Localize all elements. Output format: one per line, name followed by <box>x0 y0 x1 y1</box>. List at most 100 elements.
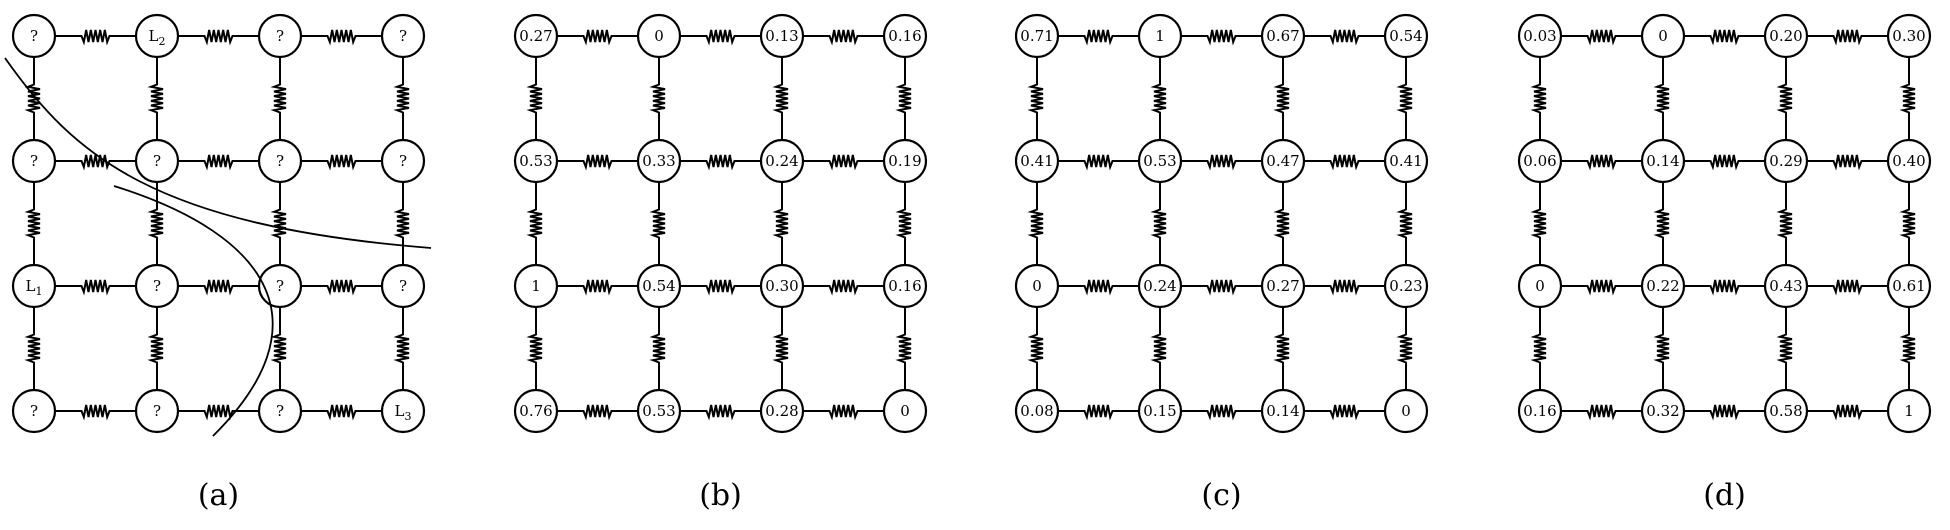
node-circle <box>1640 13 1686 59</box>
resistor-horizontal <box>1561 154 1642 171</box>
node-circle <box>1517 13 1563 59</box>
grid-node: 0.23 <box>1383 263 1429 309</box>
grid-node: 0.29 <box>1763 138 1809 184</box>
node-circle <box>882 388 928 434</box>
node-circle <box>11 13 57 59</box>
grid-node: ? <box>11 13 57 59</box>
resistor-horizontal <box>1684 154 1765 171</box>
grid-node: 0 <box>882 388 928 434</box>
resistor-horizontal <box>178 279 259 296</box>
node-circle <box>380 388 426 434</box>
node-label: 1 <box>1904 402 1914 420</box>
resistor-vertical <box>1396 182 1413 265</box>
grid-node: 0.06 <box>1517 138 1563 184</box>
grid-node: L2 <box>134 13 180 59</box>
node-label: 0.23 <box>1389 277 1422 295</box>
node-circle <box>134 13 180 59</box>
resistor-horizontal <box>557 29 638 46</box>
cut-curve-lower <box>113 185 274 437</box>
grid-node: 0.71 <box>1014 13 1060 59</box>
grid-node: 0.16 <box>882 13 928 59</box>
resistor-horizontal <box>1058 154 1139 171</box>
resistor-horizontal <box>1058 29 1139 46</box>
node-circle <box>1137 13 1183 59</box>
resistor-vertical <box>393 182 410 265</box>
resistor-vertical <box>772 182 789 265</box>
resistor-vertical <box>526 57 543 140</box>
grid-node: 0.13 <box>759 13 805 59</box>
node-circle <box>513 388 559 434</box>
node-circle <box>1517 138 1563 184</box>
node-label: 0.30 <box>765 277 798 295</box>
resistor-horizontal <box>803 154 884 171</box>
node-circle <box>759 13 805 59</box>
node-circle <box>636 13 682 59</box>
node-label: 0.54 <box>1389 27 1422 45</box>
grid-node: 0 <box>636 13 682 59</box>
resistor-horizontal <box>557 154 638 171</box>
resistor-vertical <box>1396 57 1413 140</box>
resistor-horizontal <box>803 29 884 46</box>
grid-node: 0.08 <box>1014 388 1060 434</box>
resistor-horizontal <box>1181 154 1262 171</box>
node-label: 0.08 <box>1020 402 1053 420</box>
node-label: 0.43 <box>1769 277 1802 295</box>
resistor-vertical <box>1776 57 1793 140</box>
grid-node: 0.40 <box>1886 138 1932 184</box>
resistor-vertical <box>1653 57 1670 140</box>
resistor-vertical <box>1899 307 1916 390</box>
grid-node: 0.43 <box>1763 263 1809 309</box>
resistor-horizontal <box>1304 279 1385 296</box>
node-label: ? <box>153 402 161 420</box>
node-label: 0.16 <box>888 27 921 45</box>
node-label: L2 <box>149 27 166 48</box>
resistor-vertical <box>1150 307 1167 390</box>
grid-node: 1 <box>1886 388 1932 434</box>
node-circle <box>1640 138 1686 184</box>
grid-node: 0.28 <box>759 388 805 434</box>
grid-node: 0.14 <box>1260 388 1306 434</box>
node-label: 0.53 <box>1143 152 1176 170</box>
node-circle <box>1763 13 1809 59</box>
resistor-horizontal <box>680 154 761 171</box>
resistor-vertical <box>1653 307 1670 390</box>
panel-caption: (a) <box>198 478 239 513</box>
resistor-horizontal <box>1058 404 1139 421</box>
node-circle <box>1763 138 1809 184</box>
resistor-horizontal <box>1561 29 1642 46</box>
node-label: 0.54 <box>642 277 675 295</box>
resistor-horizontal <box>301 154 382 171</box>
resistor-vertical <box>1776 182 1793 265</box>
node-circle <box>257 13 303 59</box>
node-label: 0.28 <box>765 402 798 420</box>
resistor-horizontal <box>1684 404 1765 421</box>
resistor-horizontal <box>680 279 761 296</box>
node-label: 0.67 <box>1266 27 1299 45</box>
node-label: 0.22 <box>1646 277 1679 295</box>
grid-node: 0.24 <box>759 138 805 184</box>
node-circle <box>636 263 682 309</box>
node-circle <box>1014 13 1060 59</box>
resistor-vertical <box>147 57 164 140</box>
grid-node: 0 <box>1640 13 1686 59</box>
grid-node: 0.76 <box>513 388 559 434</box>
resistor-vertical <box>393 307 410 390</box>
grid-node: ? <box>11 138 57 184</box>
node-circle <box>1383 13 1429 59</box>
node-label: 0.14 <box>1646 152 1679 170</box>
grid-node: 0.22 <box>1640 263 1686 309</box>
node-label: 0.13 <box>765 27 798 45</box>
grid-node: 0.33 <box>636 138 682 184</box>
resistor-vertical <box>649 307 666 390</box>
node-label: ? <box>399 277 407 295</box>
node-label: 0 <box>900 402 910 420</box>
grid-node: 0.58 <box>1763 388 1809 434</box>
panel-caption: (d) <box>1703 478 1746 513</box>
resistor-horizontal <box>178 29 259 46</box>
node-label: 0.76 <box>519 402 552 420</box>
node-label: 0.20 <box>1769 27 1802 45</box>
node-label: 0.61 <box>1892 277 1925 295</box>
node-label: 0.33 <box>642 152 675 170</box>
